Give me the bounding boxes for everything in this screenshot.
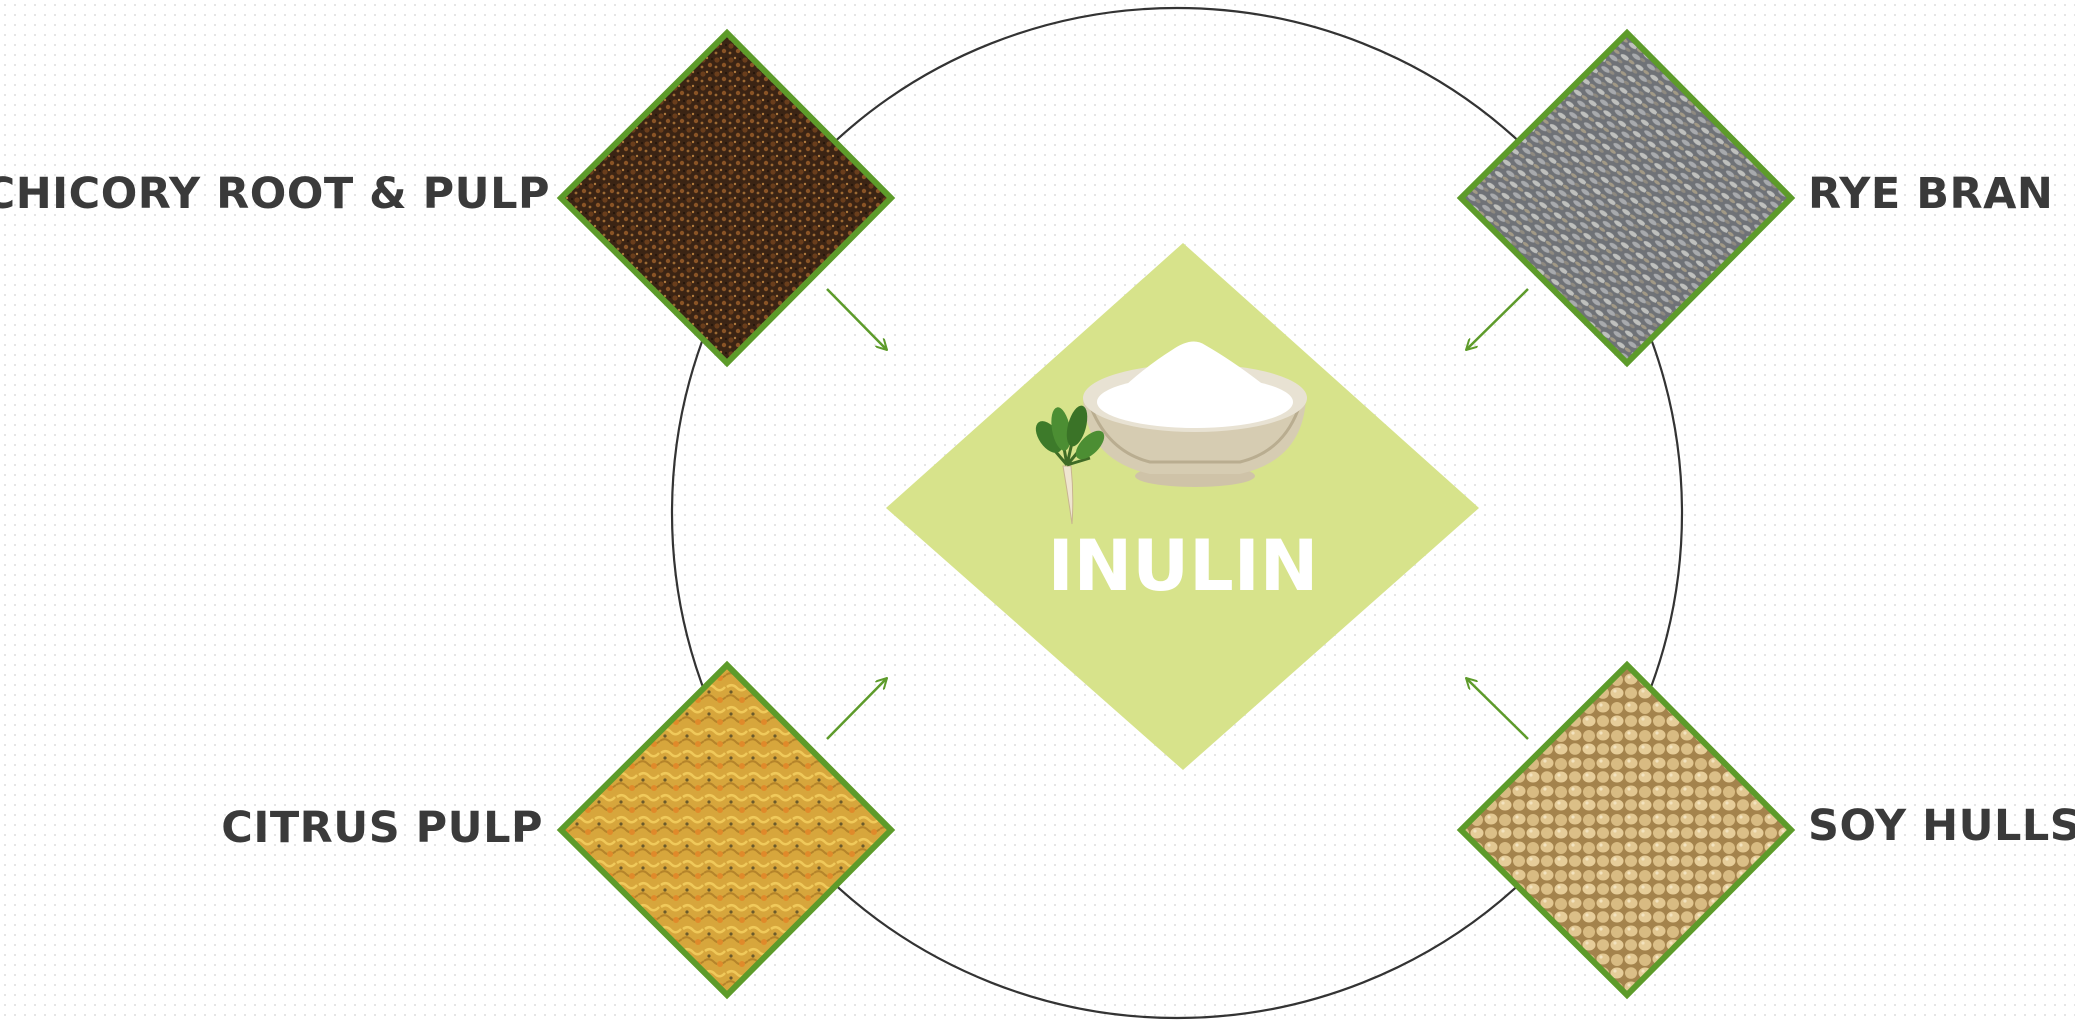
label-rye-bran: RYE BRAN [1808,154,2053,234]
rye-bran-image [1461,33,1791,363]
arrow-citrus-to-inulin [827,678,887,739]
arrow-rye-to-inulin [1466,289,1528,350]
center-diamond [886,243,1479,770]
source-tile-rye [1461,33,1791,363]
label-chicory-root-pulp: CHICORY ROOT & PULP [0,154,550,234]
soy-hulls-image [1461,665,1791,995]
label-soy-hulls: SOY HULLS [1808,786,2075,866]
citrus-pulp-image [561,665,891,995]
source-tile-chicory [561,33,891,363]
arrow-chicory-to-inulin [827,289,887,350]
arrow-soy-to-inulin [1466,678,1528,739]
source-tile-citrus [561,665,891,995]
chicory-root-pulp-image [561,33,891,363]
label-citrus-pulp: CITRUS PULP [221,788,543,868]
center-title: INULIN [1048,525,1319,607]
source-tile-soy [1461,665,1791,995]
